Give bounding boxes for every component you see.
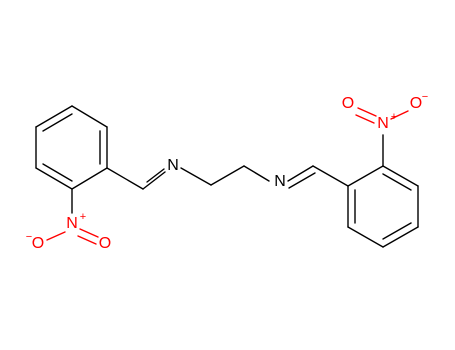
nitro-oxygen-double-left: O xyxy=(99,235,111,252)
nitro-oxygen-negative-right: O xyxy=(410,95,422,112)
bond xyxy=(312,165,349,187)
bond xyxy=(382,222,412,240)
bond xyxy=(347,226,384,248)
bond xyxy=(382,226,419,248)
bond xyxy=(210,165,245,186)
bond xyxy=(355,114,375,124)
bond xyxy=(146,168,165,183)
bond xyxy=(106,167,144,190)
bond xyxy=(390,110,409,120)
bond xyxy=(46,231,66,241)
bond xyxy=(142,171,166,190)
bond xyxy=(180,167,212,186)
nitro-charge-plus-right: + xyxy=(391,111,397,123)
bond xyxy=(382,165,419,187)
imine-nitrogen-left: N xyxy=(167,157,179,174)
bond xyxy=(347,165,384,187)
right-benzene-ring xyxy=(347,165,419,248)
bond xyxy=(79,228,99,238)
bond xyxy=(35,167,73,190)
nitro-nitrogen-right: N xyxy=(377,115,389,132)
bond xyxy=(382,173,412,191)
bond xyxy=(42,163,73,182)
nitro-oxygen-double-right: O xyxy=(342,95,354,112)
bond xyxy=(71,167,108,190)
bond xyxy=(71,105,108,128)
nitro-oxygen-negative-left: O xyxy=(32,235,44,252)
bond xyxy=(77,235,97,245)
bond xyxy=(35,105,73,128)
bond xyxy=(357,107,377,117)
left-benzene-ring xyxy=(35,105,108,190)
nitro-charge-plus-left: + xyxy=(80,211,86,223)
bond xyxy=(243,165,270,182)
nitro-charge-minus-left: − xyxy=(26,231,32,243)
imine-nitrogen-right: N xyxy=(274,173,286,190)
bond xyxy=(287,165,314,182)
bond xyxy=(42,113,73,132)
nitro-nitrogen-left: N xyxy=(66,215,78,232)
nitro-charge-minus-right: − xyxy=(422,91,428,103)
bond xyxy=(288,172,316,189)
